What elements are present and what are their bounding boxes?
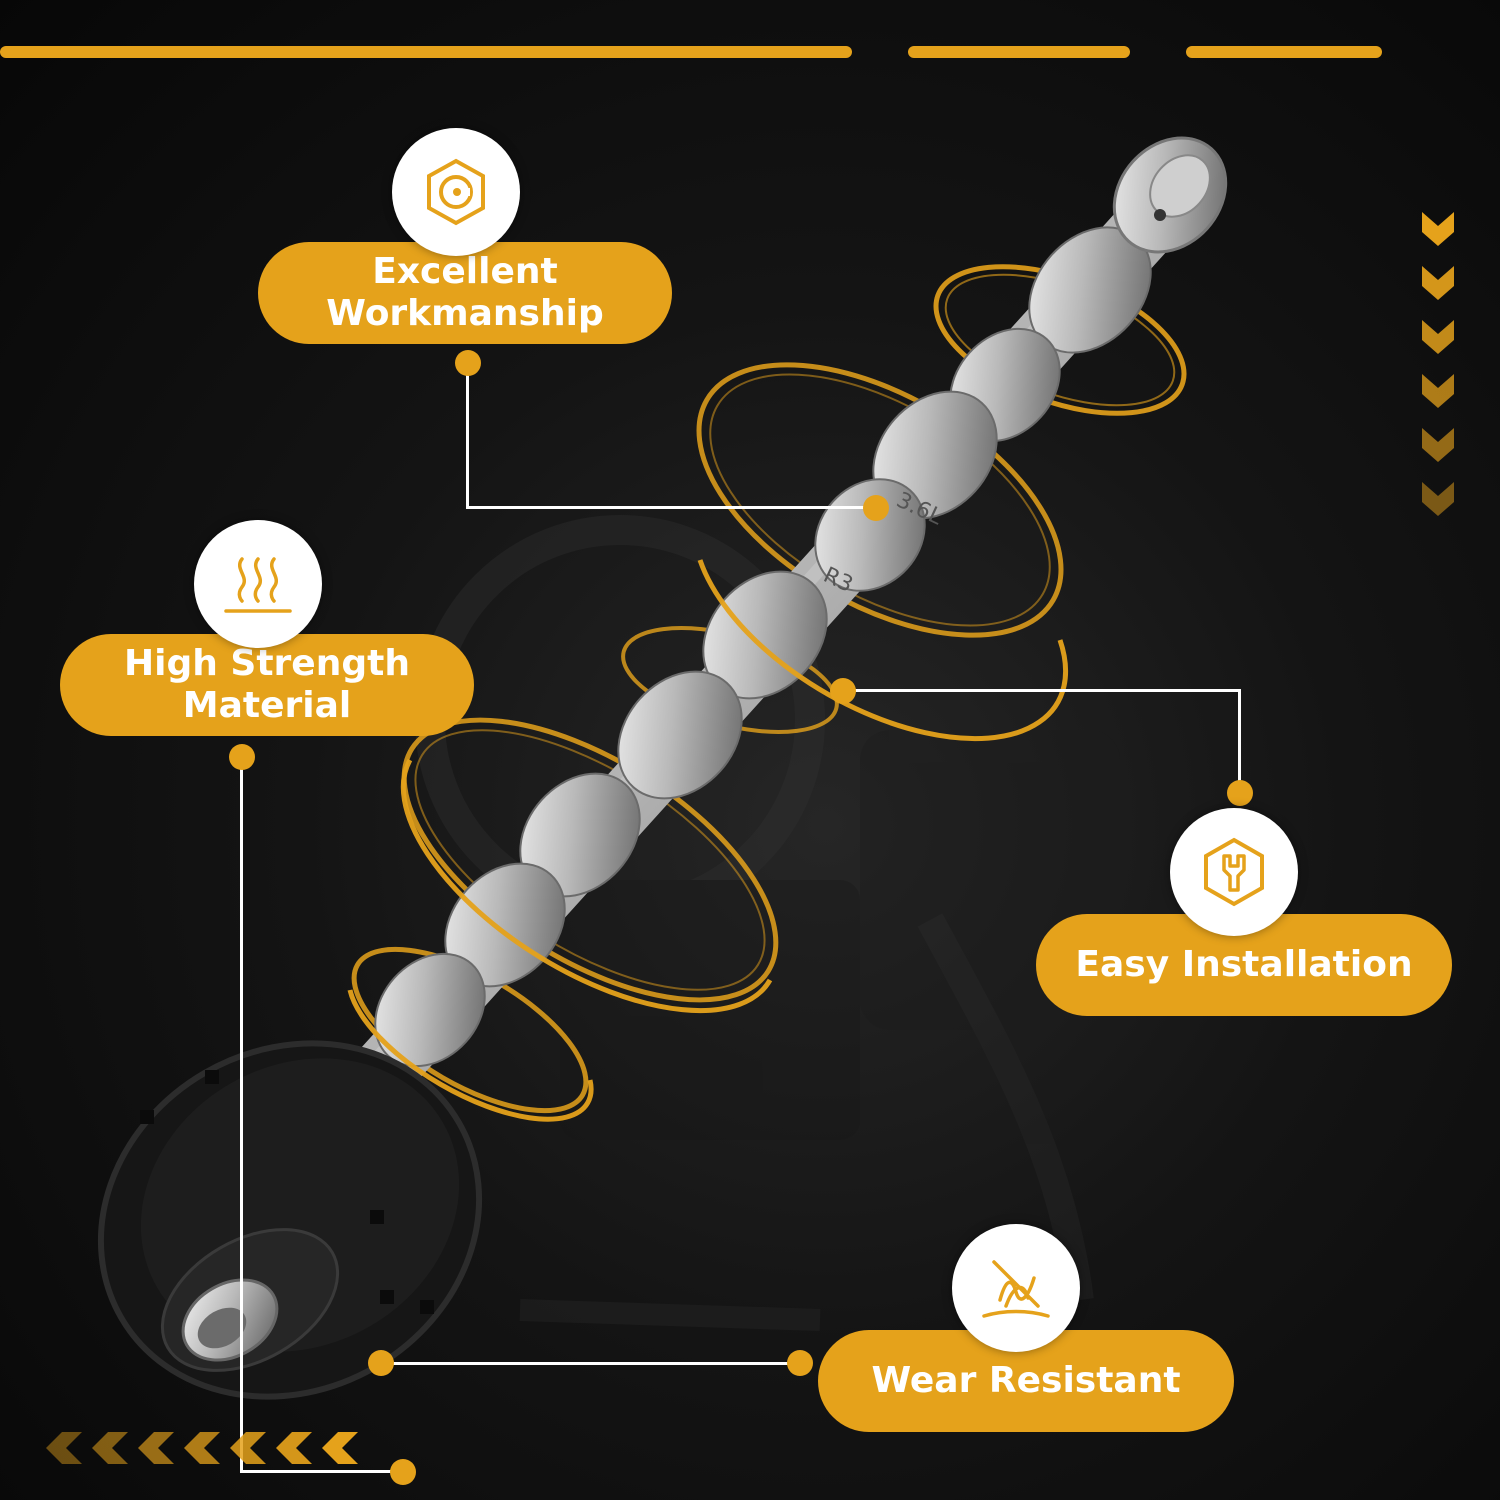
wear-scratch-icon	[952, 1224, 1080, 1352]
anchor-dot	[368, 1350, 394, 1376]
feature-high-strength-material: High Strength Material	[60, 634, 474, 736]
top-accent-bar-3	[1186, 46, 1382, 58]
anchor-dot	[830, 678, 856, 704]
orbit-ring-fronts	[347, 559, 1069, 1122]
connector-workmanship-horizontal	[466, 506, 876, 509]
heat-waves-icon	[194, 520, 322, 648]
anchor-dot	[455, 350, 481, 376]
feature-title: Wear Resistant	[871, 1360, 1181, 1401]
feature-title-line1: Excellent	[372, 251, 558, 292]
anchor-dot	[390, 1459, 416, 1485]
connector-strength-vertical	[240, 756, 243, 1472]
feature-title-line2: Workmanship	[326, 293, 604, 334]
feature-title-line2: Material	[182, 685, 352, 726]
anchor-dot	[863, 495, 889, 521]
hex-gear-icon	[392, 128, 520, 256]
anchor-dot	[1227, 780, 1253, 806]
connector-wear-horizontal	[380, 1362, 800, 1365]
camshaft-body: 3.6L R3	[298, 136, 1228, 1162]
anchor-dot	[229, 744, 255, 770]
top-accent-bar-2	[908, 46, 1130, 58]
feature-title-line1: High Strength	[124, 643, 410, 684]
top-accent-bar-1	[0, 46, 852, 58]
connector-installation-horizontal	[842, 689, 1240, 692]
connector-installation-vertical	[1238, 689, 1241, 793]
cam-phaser-gear	[97, 1040, 483, 1400]
hex-wrench-icon	[1170, 808, 1298, 936]
connector-strength-horizontal	[240, 1470, 402, 1473]
feature-excellent-workmanship: Excellent Workmanship	[258, 242, 672, 344]
connector-workmanship-vertical	[466, 362, 469, 508]
feature-title: Easy Installation	[1075, 944, 1413, 985]
anchor-dot	[787, 1350, 813, 1376]
